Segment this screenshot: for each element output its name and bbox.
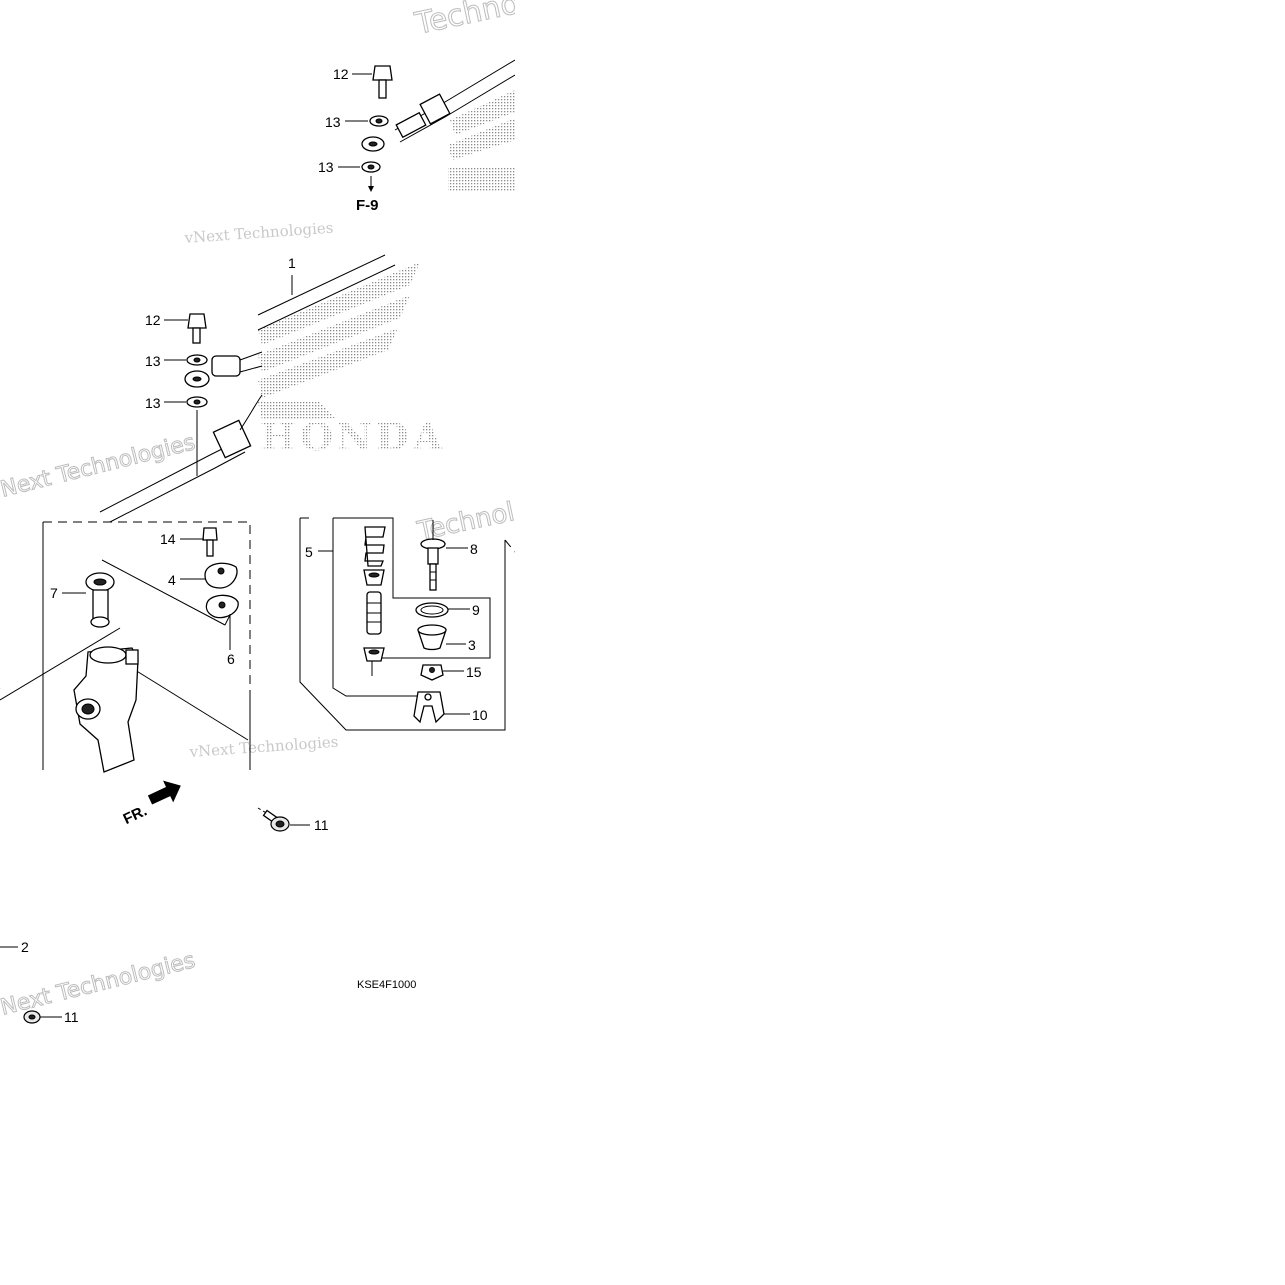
watermark-text: Technologies: [414, 483, 585, 547]
reference-label: F-9: [356, 197, 379, 214]
callout-13: 13: [325, 114, 341, 130]
master-cylinder-group: 14 4 7 6: [0, 521, 251, 773]
callout-5: 5: [305, 544, 313, 560]
lower-left-parts: 2 11: [0, 939, 79, 1025]
arrow-icon: [147, 780, 181, 805]
spring: [364, 526, 386, 567]
callout-12: 12: [145, 312, 161, 328]
callout-15: 15: [466, 664, 482, 680]
sheet-code: KSE4F1000: [357, 979, 416, 991]
callout-10: 10: [472, 707, 488, 723]
callout-3: 3: [468, 637, 476, 653]
watermark-text: vNext Technologies: [183, 219, 334, 247]
top-banjo-assembly: 12 13 13 F-9: [318, 59, 515, 214]
honda-wing-logo: HONDA: [258, 262, 446, 459]
callout-11: 11: [314, 817, 329, 833]
callout-2: 2: [21, 939, 29, 955]
watermark-text: vNext Technologies: [0, 430, 198, 506]
callout-11: 11: [64, 1009, 79, 1025]
callout-7: 7: [50, 585, 58, 601]
honda-wing-logo-top: [448, 90, 515, 192]
push-rod: [429, 563, 437, 591]
callout-6: 6: [227, 651, 235, 667]
piston-kit-group: 5 8 9 3 15 10: [299, 517, 515, 731]
callout-14: 14: [160, 531, 176, 547]
middle-banjo-assembly: 12 13 13 1: [99, 254, 396, 523]
callout-1: 1: [288, 255, 296, 271]
honda-logo-text: HONDA: [260, 414, 446, 459]
callout-8: 8: [470, 541, 478, 557]
clevis: [413, 691, 445, 724]
watermarks: Technologies vNext Technologies vNext Te…: [0, 0, 608, 1024]
watermark-text: vNext Technologies: [188, 733, 339, 761]
banjo-bolt: [372, 65, 393, 81]
direction-label: FR.: [121, 802, 150, 828]
front-direction-indicator: FR.: [121, 780, 181, 828]
callout-13: 13: [145, 353, 161, 369]
watermark-text: Technologies: [411, 0, 608, 42]
reservoir-cap: [204, 562, 238, 589]
callout-4: 4: [168, 572, 176, 588]
mounting-bolt: 11: [257, 807, 329, 833]
callout-13: 13: [318, 159, 334, 175]
callout-12: 12: [333, 66, 349, 82]
callout-9: 9: [472, 602, 480, 618]
banjo-bolt: [187, 313, 207, 329]
callout-13: 13: [145, 395, 161, 411]
